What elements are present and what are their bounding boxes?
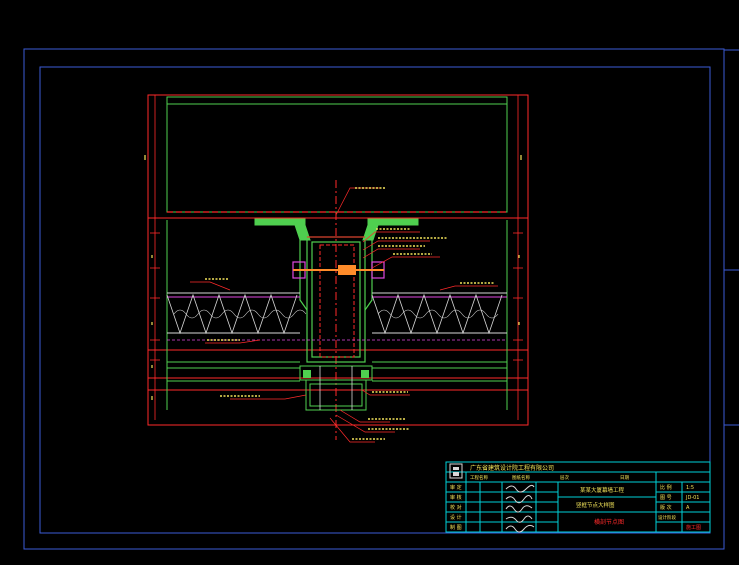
right-edge-marks bbox=[724, 49, 739, 426]
subheader-3: 层次 bbox=[560, 474, 569, 481]
dimension-labels bbox=[144, 155, 522, 400]
company-name: 广东省建筑设计院工程有限公司 bbox=[470, 464, 554, 472]
insulation-layer bbox=[166, 292, 507, 341]
cap-details bbox=[319, 366, 353, 410]
sheet-frame bbox=[23, 48, 725, 550]
right-label-2: 图 号 bbox=[660, 495, 672, 501]
annotation-marks bbox=[205, 187, 495, 440]
right-label-4: 设计阶段 bbox=[658, 514, 676, 521]
side-brackets bbox=[299, 240, 373, 311]
drawing-name: 竖框节点大样图 bbox=[576, 501, 615, 509]
gaskets bbox=[303, 370, 369, 378]
top-connector-plates bbox=[254, 218, 419, 241]
role-4: 设 计 bbox=[450, 514, 462, 521]
company-logo-mark bbox=[453, 467, 459, 476]
role-3: 校 对 bbox=[450, 504, 462, 511]
upper-panel bbox=[166, 96, 508, 213]
subheader-1: 工程名称 bbox=[470, 474, 488, 481]
left-dimension-chain bbox=[150, 95, 160, 420]
right-dimension-chain bbox=[513, 95, 523, 420]
section-detail bbox=[144, 94, 529, 443]
subheader-2: 图纸名称 bbox=[512, 474, 530, 481]
glass-units bbox=[167, 361, 507, 382]
company-logo bbox=[449, 463, 463, 479]
mullion-inner-dashed bbox=[319, 244, 355, 358]
role-2: 审 核 bbox=[450, 494, 462, 501]
right-value-3: A bbox=[686, 505, 690, 511]
title-block bbox=[445, 461, 711, 533]
drawing-name-red: 横剖节点图 bbox=[594, 518, 624, 526]
right-value-4: 施工图 bbox=[686, 524, 701, 531]
side-lines bbox=[166, 220, 508, 410]
title-block-text: 广东省建筑设计院工程有限公司 工程名称 图纸名称 层次 日期 审 定 审 核 校… bbox=[450, 464, 701, 533]
right-label-3: 版 次 bbox=[660, 504, 672, 511]
signatures bbox=[505, 484, 535, 533]
section-boundary bbox=[147, 94, 529, 426]
project-name: 某某大厦幕墙工程 bbox=[580, 486, 625, 494]
role-5: 制 图 bbox=[450, 524, 462, 531]
right-label-1: 比 例 bbox=[660, 484, 672, 491]
right-value-1: 1:5 bbox=[686, 485, 694, 491]
right-value-2: JD-01 bbox=[685, 495, 700, 501]
bolt-assembly bbox=[292, 261, 385, 279]
role-1: 审 定 bbox=[450, 484, 462, 491]
subheader-4: 日期 bbox=[620, 475, 629, 481]
